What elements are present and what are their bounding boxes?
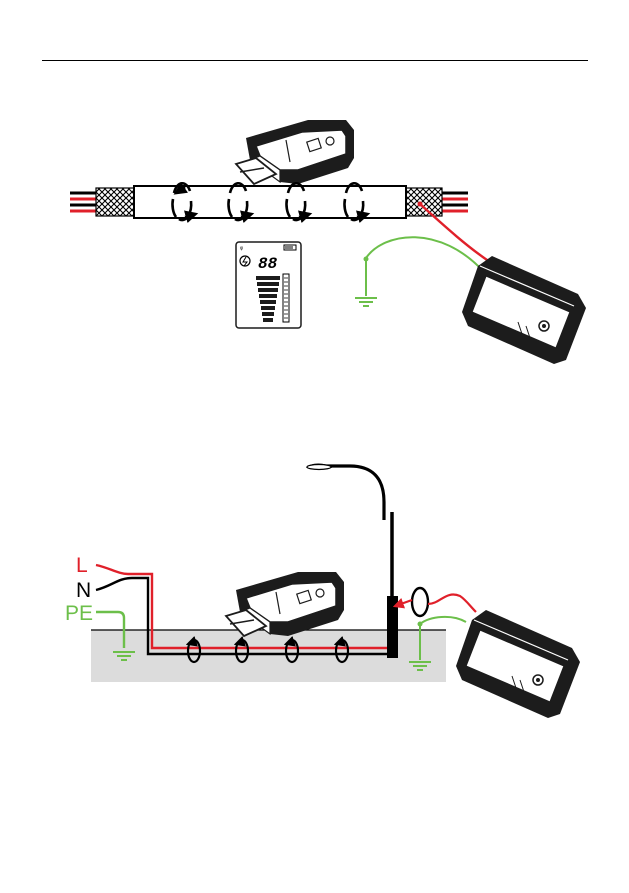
clamp-receiver-icon xyxy=(236,120,354,184)
label-protective-earth: PE xyxy=(65,602,93,625)
antenna-icon: ᵠ xyxy=(240,246,243,253)
label-neutral: N xyxy=(76,579,91,602)
top-diagram: ᵠ 88 xyxy=(70,120,586,364)
transmitter-icon-bottom xyxy=(456,610,580,718)
transmitter-icon xyxy=(462,256,586,364)
lamp-post-clamp-ring xyxy=(398,588,428,616)
bottom-diagram: L N PE xyxy=(65,464,580,719)
label-line: L xyxy=(76,554,88,577)
green-earth-lead-bottom xyxy=(420,617,466,624)
cable-wires-right xyxy=(440,193,468,211)
street-lamp-icon xyxy=(306,464,398,659)
red-test-lead xyxy=(420,204,490,262)
cable-shield-right xyxy=(406,188,442,216)
red-test-lead-bottom xyxy=(428,595,476,612)
clamp-receiver-icon-bottom xyxy=(226,572,344,636)
green-earth-lead xyxy=(366,237,484,272)
cable-shield-left xyxy=(96,188,134,216)
ground-symbol-icon xyxy=(355,298,377,306)
lcd-digits: 88 xyxy=(258,255,278,273)
lcd-display: ᵠ 88 xyxy=(236,242,301,328)
